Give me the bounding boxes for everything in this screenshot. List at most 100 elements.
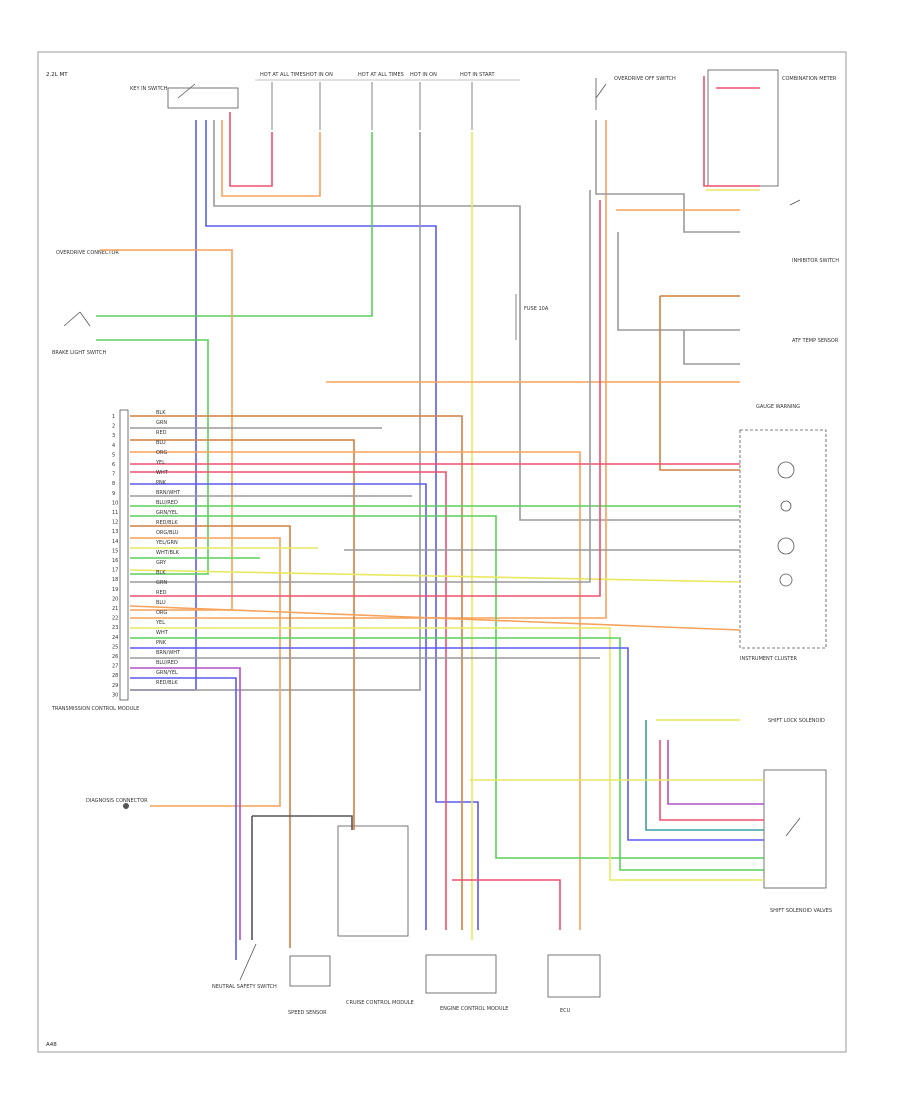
wire-orange bbox=[130, 537, 281, 807]
wire-code-label: WHT/BLK bbox=[156, 550, 180, 556]
tcm-pin-label: 17 bbox=[112, 568, 118, 574]
svg-text:SHIFT LOCK SOLENOID: SHIFT LOCK SOLENOID bbox=[768, 718, 825, 724]
svg-text:ECU: ECU bbox=[560, 1008, 571, 1014]
svg-text:FUSE 10A: FUSE 10A bbox=[524, 306, 549, 312]
wire-code-label: RED/BLK bbox=[156, 680, 178, 686]
wire-black bbox=[252, 815, 353, 830]
svg-text:HOT AT ALL TIMES: HOT AT ALL TIMES bbox=[260, 72, 306, 78]
wire-gray bbox=[130, 132, 421, 691]
tcm-pin-label: 14 bbox=[112, 539, 118, 545]
tcm-pin-label: 1 bbox=[112, 414, 115, 420]
svg-text:DIAGNOSIS CONNECTOR: DIAGNOSIS CONNECTOR bbox=[86, 798, 148, 804]
wire-gray bbox=[683, 330, 740, 365]
wire-code-labels: BLKGRNREDBLUORGYELWHTPNKBRN/WHTBLU/REDGR… bbox=[155, 410, 181, 686]
wire-blue bbox=[130, 647, 764, 841]
wire-yellow bbox=[129, 569, 741, 583]
tcm-pin-label: 22 bbox=[112, 616, 118, 622]
tcm-pin-label: 9 bbox=[112, 491, 115, 497]
svg-text:HOT IN ON: HOT IN ON bbox=[410, 72, 437, 78]
fuse-4: HOT IN ON bbox=[410, 72, 437, 130]
svg-text:ENGINE CONTROL MODULE: ENGINE CONTROL MODULE bbox=[440, 1006, 508, 1012]
svg-text:HOT IN START: HOT IN START bbox=[460, 72, 496, 78]
tcm-pin-label: 13 bbox=[112, 529, 118, 535]
shift-solenoid-block: SHIFT SOLENOID VALVES bbox=[763, 769, 832, 914]
svg-text:ATF TEMP SENSOR: ATF TEMP SENSOR bbox=[792, 338, 839, 344]
svg-text:SHIFT SOLENOID VALVES: SHIFT SOLENOID VALVES bbox=[770, 908, 832, 914]
atf-temp-sensor: ATF TEMP SENSOR bbox=[792, 338, 839, 344]
wire-code-label: ORG bbox=[156, 450, 167, 456]
cruise-module: CRUISE CONTROL MODULE bbox=[337, 825, 414, 1006]
wire-blue bbox=[130, 677, 237, 960]
tcm-pin-label: 18 bbox=[112, 577, 118, 583]
tcm-pin-label: 24 bbox=[112, 635, 118, 641]
wire-code-label: GRN bbox=[156, 580, 167, 586]
svg-text:OVERDRIVE OFF SWITCH: OVERDRIVE OFF SWITCH bbox=[614, 76, 676, 82]
wire-red bbox=[130, 200, 601, 597]
tcm-pin-label: 10 bbox=[112, 500, 118, 506]
gauge-warning-switch: GAUGE WARNING bbox=[756, 404, 800, 410]
wire-code-label: YEL bbox=[155, 620, 165, 626]
tcm-pin-label: 4 bbox=[112, 443, 115, 449]
wire-green bbox=[130, 515, 764, 859]
wire-code-label: BRN/WHT bbox=[156, 490, 181, 496]
engine-ecm: ENGINE CONTROL MODULE bbox=[425, 954, 508, 1012]
wire-code-label: BLU bbox=[156, 600, 166, 606]
wire-purple bbox=[130, 667, 241, 940]
svg-text:CRUISE CONTROL MODULE: CRUISE CONTROL MODULE bbox=[346, 1000, 414, 1006]
overdrive-connector-label: OVERDRIVE CONNECTOR bbox=[56, 250, 119, 256]
wire-darkorange bbox=[130, 439, 355, 830]
wire-code-label: GRY bbox=[156, 560, 167, 566]
tcm-pin-label: 25 bbox=[112, 644, 118, 650]
tcm-pin-label: 20 bbox=[112, 596, 118, 602]
svg-text:TRANSMISSION CONTROL MODULE: TRANSMISSION CONTROL MODULE bbox=[51, 706, 139, 712]
wire-yellow bbox=[130, 627, 764, 881]
svg-text:INHIBITOR SWITCH: INHIBITOR SWITCH bbox=[792, 258, 839, 264]
wire-code-label: GRN/YEL bbox=[156, 670, 178, 676]
wire-orange bbox=[130, 451, 581, 930]
tcm-pin-label: 26 bbox=[112, 654, 118, 660]
instrument-cluster: INSTRUMENT CLUSTER bbox=[739, 429, 827, 662]
wire-gray bbox=[130, 190, 591, 583]
overdrive-off-switch: OVERDRIVE OFF SWITCH bbox=[595, 76, 676, 110]
wire-green bbox=[130, 637, 764, 871]
tcm-pin-label: 19 bbox=[112, 587, 118, 593]
svg-text:GAUGE WARNING: GAUGE WARNING bbox=[756, 404, 800, 410]
wire-orange bbox=[129, 605, 741, 631]
fuse-block-mid: FUSE 10A bbox=[515, 294, 549, 340]
wire-code-label: YEL/GRN bbox=[155, 540, 178, 546]
wire-gray bbox=[213, 120, 740, 521]
tcm-pin-label: 15 bbox=[112, 548, 118, 554]
wire-code-label: YEL bbox=[155, 460, 165, 466]
tcm-pin-label: 8 bbox=[112, 481, 115, 487]
wire-teal bbox=[645, 720, 764, 831]
wire-code-label: PNK bbox=[156, 640, 167, 646]
svg-text:INSTRUMENT CLUSTER: INSTRUMENT CLUSTER bbox=[740, 656, 798, 662]
shift-lock-area: SHIFT LOCK SOLENOID bbox=[768, 718, 825, 724]
fuse-3: HOT AT ALL TIMES bbox=[358, 72, 404, 130]
wire-gray bbox=[617, 232, 740, 331]
svg-text:NEUTRAL SAFETY SWITCH: NEUTRAL SAFETY SWITCH bbox=[212, 984, 277, 990]
svg-text:KEY IN SWITCH: KEY IN SWITCH bbox=[130, 86, 168, 92]
wire-orange bbox=[221, 120, 321, 197]
wire-code-label: RED bbox=[156, 430, 167, 436]
wire-darkorange bbox=[659, 296, 740, 471]
wire-purple bbox=[667, 740, 764, 805]
wire-red bbox=[659, 740, 764, 821]
fuse-group: HOT AT ALL TIMES HOT IN ON HOT AT ALL TI… bbox=[255, 72, 520, 130]
svg-text:COMBINATION METER: COMBINATION METER bbox=[782, 76, 837, 82]
fuse-2: HOT IN ON bbox=[306, 72, 333, 130]
wire-blue bbox=[205, 120, 479, 930]
tcm-pin-label: 30 bbox=[112, 692, 118, 698]
wire-code-label: WHT bbox=[156, 470, 169, 476]
wire-code-label: RED bbox=[156, 590, 167, 596]
wire-blue bbox=[130, 483, 427, 930]
diagram-frame bbox=[37, 51, 847, 1053]
tcm-pin-label: 23 bbox=[112, 625, 118, 631]
wire-code-label: BLU/RED bbox=[156, 500, 178, 506]
wire-code-label: ORG bbox=[156, 610, 167, 616]
svg-text:HOT IN ON: HOT IN ON bbox=[306, 72, 333, 78]
wire-layer bbox=[96, 76, 764, 960]
svg-text:SPEED SENSOR: SPEED SENSOR bbox=[288, 1010, 327, 1016]
wire-code-label: ORG/BLU bbox=[156, 530, 179, 536]
